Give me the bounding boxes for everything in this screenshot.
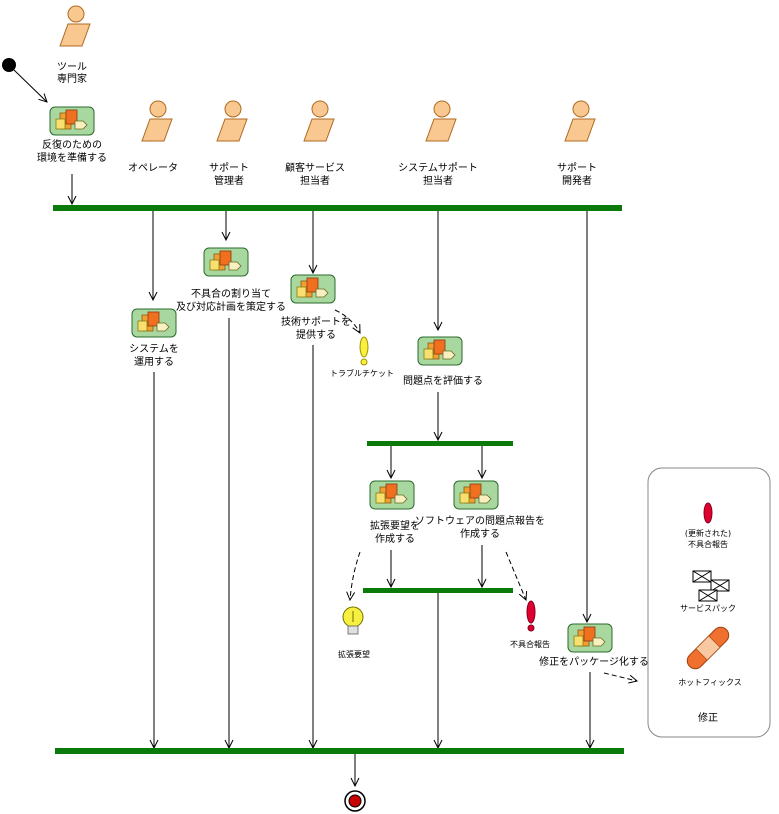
service-pack-icon	[692, 570, 730, 602]
activity-label: 問題点を評価する	[403, 374, 483, 387]
actor-label: 担当者	[300, 174, 330, 187]
activity-create-enhancement: 拡張要望を 作成する	[369, 480, 420, 545]
actor-support-manager: サポート 管理者	[209, 100, 249, 187]
activity-label: 運用する	[134, 356, 174, 368]
actor-label: サポート	[557, 162, 597, 174]
actor-label: 顧客サービス	[285, 161, 345, 174]
actor-label: オペレータ	[128, 162, 178, 174]
actor-tool-expert: ツール 専門家	[57, 5, 91, 85]
activity-label: 及び対応計画を策定する	[176, 300, 286, 313]
join-bar-bottom	[55, 748, 624, 754]
activity-run-system: システムを 運用する	[129, 308, 179, 368]
defect-report-artifact: 不具合報告	[510, 600, 550, 649]
activity-label: 作成する	[375, 533, 415, 545]
actor-system-support: システムサポート 担当者	[398, 100, 478, 187]
actor-label: 開発者	[562, 174, 592, 187]
object-flow	[334, 309, 360, 333]
activity-label: 技術サポートを	[281, 315, 351, 328]
activity-label: ソフトウェアの問題点報告を	[415, 514, 545, 527]
legend-label: 不具合報告	[688, 539, 728, 549]
legend-label: (更新された)	[685, 528, 731, 538]
artifact-label: トラブルチケット	[330, 368, 394, 378]
legend-label: サービスパック	[680, 604, 736, 613]
activity-label: 環境を準備する	[37, 151, 107, 164]
legend-title: 修正	[698, 711, 718, 724]
activity-prepare-environment: 反復のための 環境を準備する	[37, 106, 107, 164]
actor-label: ツール	[57, 62, 87, 73]
legend-label: ホットフィックス	[678, 678, 742, 687]
actor-operator: オペレータ	[128, 100, 178, 174]
activity-create-defect-report: ソフトウェアの問題点報告を 作成する	[415, 480, 545, 540]
object-flow	[603, 672, 637, 681]
activity-plan-defects: 不具合の割り当て 及び対応計画を策定する	[176, 247, 286, 313]
trouble-ticket-artifact: トラブルチケット	[330, 336, 394, 378]
activity-label: 作成する	[460, 528, 500, 540]
activity-label: 拡張要望を	[370, 519, 420, 532]
actor-customer-service: 顧客サービス 担当者	[285, 100, 345, 187]
join-bar-middle	[363, 588, 513, 593]
object-flow	[505, 551, 526, 600]
fork-bar-middle	[367, 441, 513, 446]
artifact-label: 拡張要望	[338, 649, 370, 659]
actor-label: システムサポート	[398, 162, 478, 174]
artifact-label: 不具合報告	[510, 639, 550, 649]
activity-label: 反復のための	[42, 138, 102, 151]
activity-package-fix: 修正をパッケージ化する	[539, 623, 649, 668]
object-flow	[350, 551, 361, 600]
actor-label: 専門家	[57, 72, 87, 85]
activity-label: 修正をパッケージ化する	[539, 655, 649, 668]
activity-label: システムを	[129, 343, 179, 355]
actor-label: 担当者	[423, 174, 453, 187]
initial-node	[2, 58, 16, 72]
activity-tech-support: 技術サポートを 提供する	[281, 274, 351, 341]
actor-label: サポート	[209, 162, 249, 174]
activity-label: 不具合の割り当て	[191, 287, 271, 300]
final-node	[344, 790, 366, 812]
activity-evaluate-problem: 問題点を評価する	[403, 336, 483, 387]
fork-bar-top	[53, 205, 622, 211]
activity-label: 提供する	[296, 328, 336, 341]
fix-legend-box: (更新された) 不具合報告 サービスパック ホットフィックス 修正	[647, 467, 771, 738]
actor-label: 管理者	[214, 174, 244, 187]
enhancement-request-artifact: 拡張要望	[338, 606, 370, 659]
actor-support-developer: サポート 開発者	[557, 100, 597, 187]
initial-flow	[13, 69, 47, 102]
hotfix-bandage-icon	[686, 626, 730, 670]
